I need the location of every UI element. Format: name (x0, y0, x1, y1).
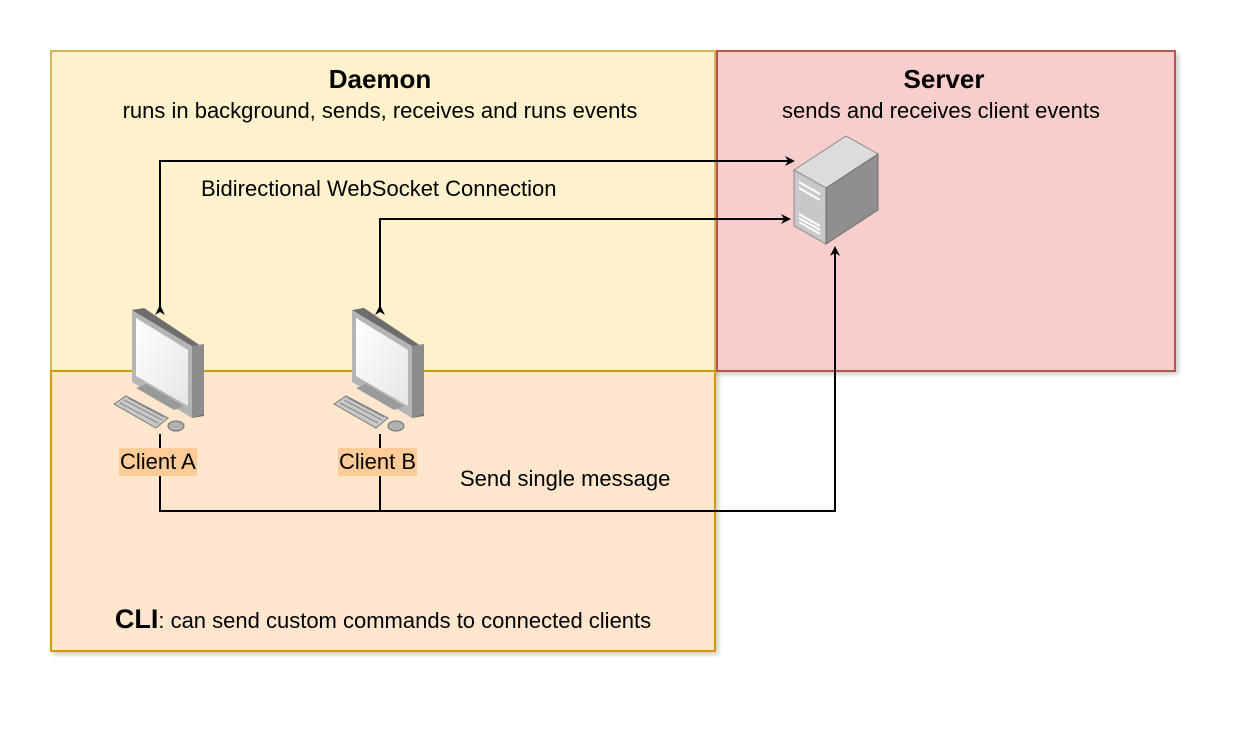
cli-description: : can send custom commands to connected … (158, 608, 652, 633)
server-subtitle: sends and receives client events (782, 98, 1100, 123)
client-b-label: Client B (338, 448, 418, 476)
cli-caption: CLI: can send custom commands to connect… (50, 604, 716, 635)
daemon-title: Daemon (328, 64, 432, 94)
cli-title: CLI (114, 604, 159, 634)
send-message-label: Send single message (460, 466, 671, 491)
server-title: Server (903, 64, 985, 94)
client-a-label: Client A (119, 448, 197, 476)
daemon-subtitle: runs in background, sends, receives and … (122, 98, 638, 123)
connection-label: Bidirectional WebSocket Connection (201, 176, 557, 201)
